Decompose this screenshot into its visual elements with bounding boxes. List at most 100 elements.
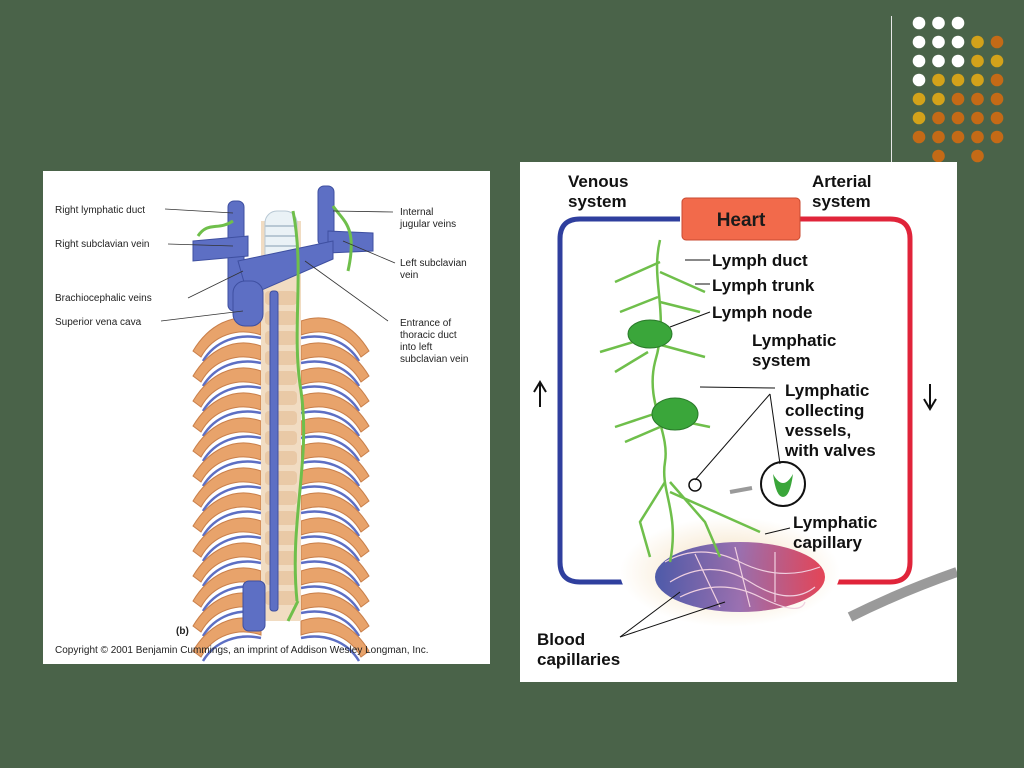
label-collecting-4: with valves (784, 441, 876, 460)
intercostal-vein (201, 460, 262, 487)
intercostal-vein (300, 610, 361, 637)
right-labels: Venous system Arterial system Lymph duct… (537, 172, 877, 669)
label-right-lymphatic-duct: Right lymphatic duct (55, 205, 145, 216)
decor-dot (912, 130, 926, 144)
decor-dot (932, 16, 945, 30)
up-arrow-icon (533, 380, 547, 407)
label-lymphatic-system-2: system (752, 351, 811, 370)
lymph-node-lower (651, 397, 699, 431)
dot-grid-decoration (912, 16, 1004, 163)
decor-dot (932, 149, 945, 163)
label-blood-1: Blood (537, 630, 585, 649)
decor-dot (932, 35, 945, 49)
rib (192, 542, 262, 583)
left-labels: Right lymphatic duct Right subclavian ve… (55, 205, 468, 656)
decor-dot (912, 92, 926, 106)
rib (192, 342, 262, 383)
rib (192, 417, 262, 458)
label-venous-2: system (568, 192, 627, 211)
veins (192, 185, 374, 632)
intercostal-vein (201, 635, 262, 662)
label-capillary-1: Lymphatic (793, 513, 877, 532)
decor-dot (971, 54, 984, 68)
decor-dot (951, 92, 965, 106)
decor-dot (990, 35, 1004, 49)
lymph-node-upper (627, 319, 673, 349)
rib (300, 417, 370, 458)
label-entrance-3: into left (400, 342, 432, 353)
rib (300, 317, 370, 358)
venous-loop (557, 216, 680, 585)
intercostal-vein (300, 410, 361, 437)
decor-dot (951, 111, 965, 125)
lymphatic-system-illustration: Heart Venous system Arterial system Lymp… (533, 172, 957, 669)
decor-dot (912, 35, 926, 49)
intercostal-vein (201, 385, 262, 412)
label-venous-1: Venous (568, 172, 628, 191)
copyright-text: Copyright © 2001 Benjamin Cummings, an i… (55, 645, 428, 656)
decor-dot (971, 35, 984, 49)
decor-dot (990, 130, 1004, 144)
decor-dot (912, 111, 926, 125)
decor-dot (932, 92, 945, 106)
rib (300, 467, 370, 508)
rib (300, 442, 370, 483)
rib (192, 392, 262, 433)
intercostal-vein (201, 410, 262, 437)
heart-label: Heart (717, 210, 766, 231)
panel-letter: (b) (176, 626, 189, 637)
rib (300, 592, 370, 633)
thoracic-duct (196, 205, 353, 622)
decor-dot (932, 111, 945, 125)
label-lymphatic-system-1: Lymphatic (752, 331, 836, 350)
rib (300, 517, 370, 558)
intercostal-vein (300, 560, 361, 587)
divider-line (891, 16, 892, 162)
label-right-subclavian-vein: Right subclavian vein (55, 239, 150, 250)
grey-return-arc (847, 567, 957, 622)
intercostal-vein (300, 385, 361, 412)
label-collecting-2: collecting (785, 401, 864, 420)
decor-dot (990, 111, 1004, 125)
intercostal-vein (201, 485, 262, 512)
decor-dot (951, 16, 965, 30)
label-entrance-1: Entrance of (400, 318, 451, 329)
leader-lines (160, 208, 396, 322)
decor-dot (990, 73, 1004, 87)
intercostal-vein (201, 360, 262, 387)
heart-box (681, 197, 801, 241)
decor-dot (951, 73, 965, 87)
rib (192, 367, 262, 408)
label-blood-2: capillaries (537, 650, 620, 669)
rib (300, 617, 370, 658)
intercostal-vein (300, 460, 361, 487)
intercostal-vein (300, 535, 361, 562)
rib (192, 517, 262, 558)
decor-dot (971, 73, 984, 87)
decor-dot (951, 54, 965, 68)
intercostal-vein (300, 435, 361, 462)
decor-dot (971, 149, 984, 163)
label-internal-jugular-2: jugular veins (399, 219, 456, 230)
decor-dot (990, 92, 1004, 106)
rib (300, 342, 370, 383)
down-arrow-icon (923, 384, 937, 411)
decor-dot (932, 73, 945, 87)
lymphatic-system-diagram: Heart Venous system Arterial system Lymp… (520, 162, 957, 682)
decor-dot (932, 54, 945, 68)
decor-dot (912, 16, 926, 30)
rib (300, 542, 370, 583)
label-arterial-2: system (812, 192, 871, 211)
label-superior-vena-cava: Superior vena cava (55, 317, 142, 328)
capillary-mesh (664, 546, 821, 609)
decor-dot (971, 111, 984, 125)
label-internal-jugular-1: Internal (400, 207, 433, 218)
label-left-subclavian-2: vein (400, 270, 418, 281)
intercostal-vein (300, 585, 361, 612)
arterial-loop (800, 216, 913, 585)
rib (300, 392, 370, 433)
decor-dot (951, 130, 965, 144)
decor-dot (951, 35, 965, 49)
intercostal-vein (300, 335, 361, 362)
intercostal-vein (201, 335, 262, 362)
